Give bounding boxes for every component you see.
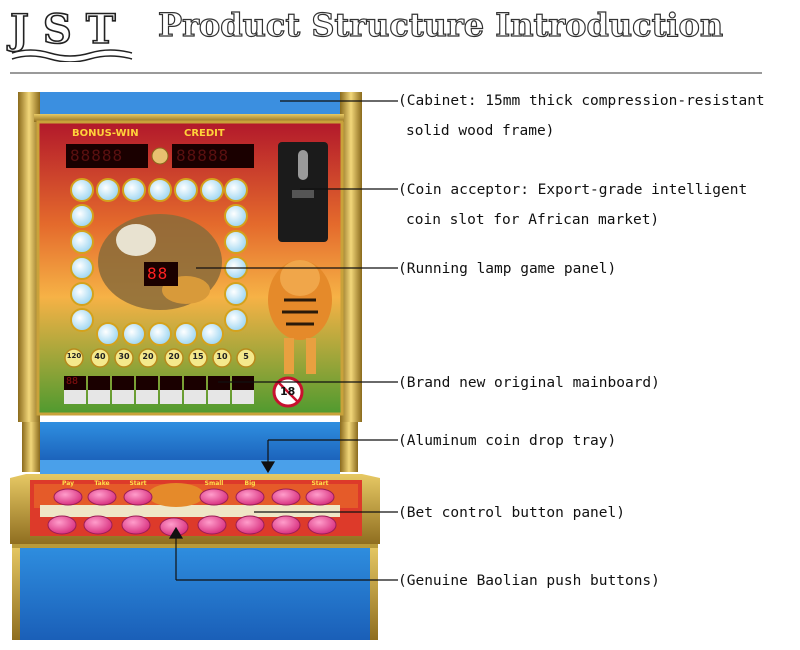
button-label-take: Take (94, 480, 110, 487)
header-divider (10, 72, 762, 74)
credit-display: 88888 (176, 146, 230, 165)
bonus-win-label: BONUS-WIN (72, 128, 139, 139)
callout-coin-acceptor-line2: coin slot for African market) (406, 212, 660, 228)
odds-5: 5 (243, 352, 249, 361)
callout-push-buttons-line1: (Genuine Baolian push buttons) (398, 573, 660, 589)
odds-40: 40 (94, 352, 106, 361)
odds-120: 120 (66, 352, 82, 360)
odds-20a: 20 (142, 352, 154, 361)
callout-button-panel: (Bet control button panel) (398, 498, 625, 528)
callout-coin-tray-line1: (Aluminum coin drop tray) (398, 433, 617, 449)
callout-cabinet-line2: solid wood frame) (406, 123, 555, 139)
odds-30: 30 (118, 352, 130, 361)
jst-logo: JST (9, 5, 135, 62)
callout-coin-acceptor: (Coin acceptor: Export-grade intelligent… (398, 175, 747, 235)
odds-15: 15 (192, 352, 204, 361)
button-label-start-right: Start (311, 480, 329, 487)
callout-mainboard: (Brand new original mainboard) (398, 368, 660, 398)
center-display: 88 (147, 264, 169, 283)
callout-push-buttons: (Genuine Baolian push buttons) (398, 566, 660, 596)
logo-wave-icon (11, 49, 133, 62)
button-label-big: Big (244, 480, 256, 487)
callout-cabinet-line1: (Cabinet: 15mm thick compression-resista… (398, 93, 765, 109)
logo-text: JST (9, 5, 130, 54)
age-badge: 18 (280, 385, 296, 398)
button-label-pay: Pay (61, 480, 74, 487)
button-label-small: Small (204, 480, 224, 487)
odds-10: 10 (216, 352, 228, 361)
callout-game-panel-line1: (Running lamp game panel) (398, 261, 617, 277)
page-title: Product Structure Introduction (157, 5, 724, 44)
slot-machine-illustration (10, 92, 398, 640)
callout-game-panel: (Running lamp game panel) (398, 254, 616, 284)
callout-coin-acceptor-line1: (Coin acceptor: Export-grade intelligent (398, 182, 748, 198)
callout-button-panel-line1: (Bet control button panel) (398, 505, 625, 521)
callout-cabinet: (Cabinet: 15mm thick compression-resista… (398, 86, 765, 146)
button-label-start-left: Start (129, 480, 147, 487)
callout-coin-tray: (Aluminum coin drop tray) (398, 426, 616, 456)
bet-display: 88 (66, 376, 79, 387)
odds-20b: 20 (168, 352, 180, 361)
callout-mainboard-line1: (Brand new original mainboard) (398, 375, 660, 391)
bonus-win-display: 88888 (70, 146, 124, 165)
credit-label: CREDIT (184, 128, 225, 139)
